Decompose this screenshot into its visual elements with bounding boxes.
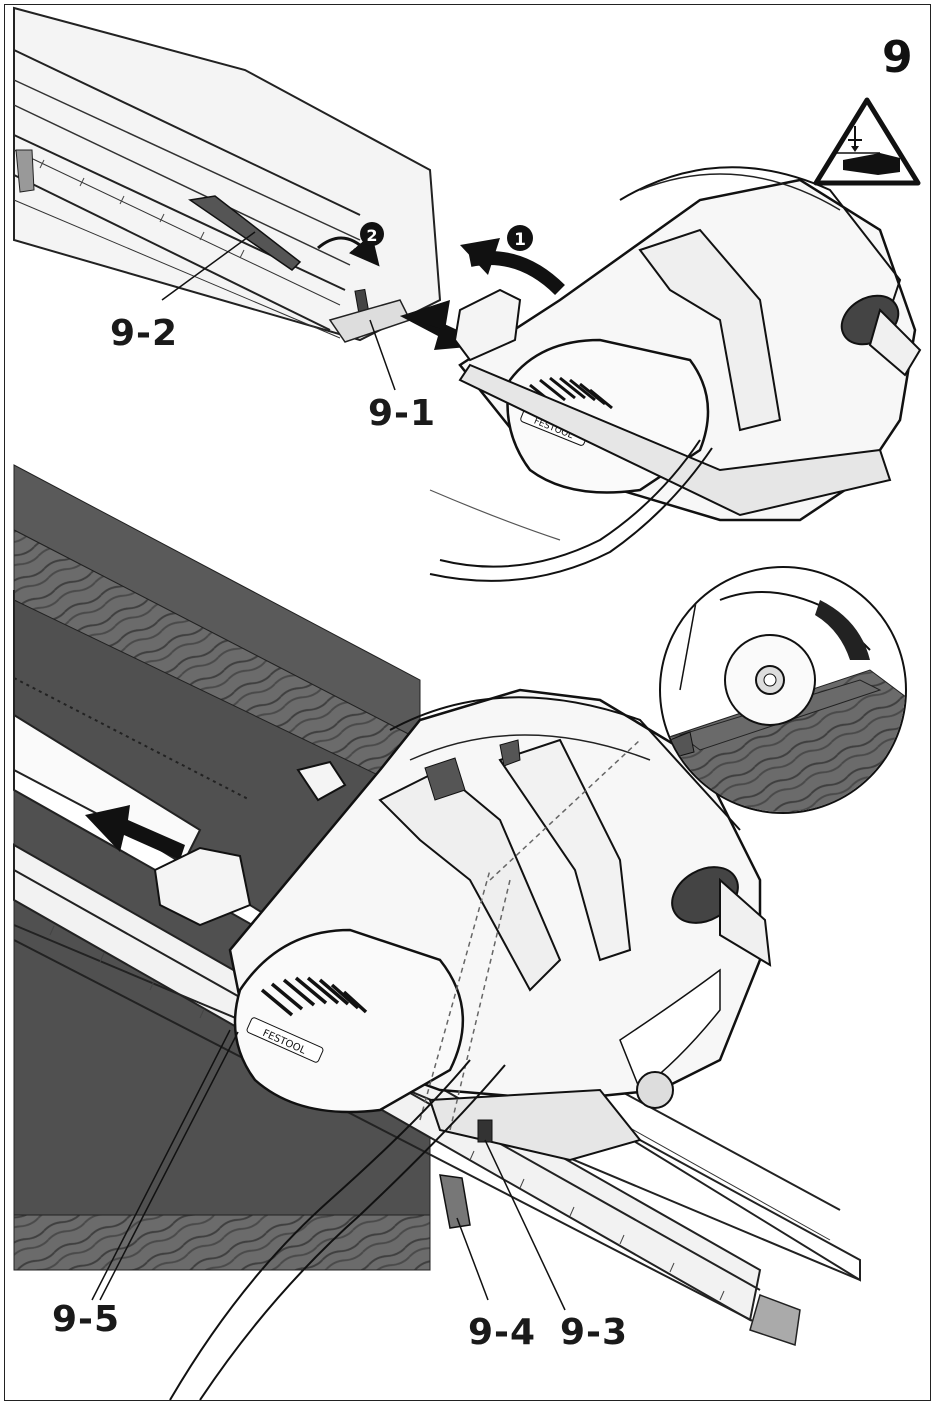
- callout-9-1: 9-1: [368, 393, 437, 434]
- callout-9-4: 9-4: [468, 1312, 537, 1353]
- svg-text:1: 1: [514, 230, 526, 250]
- step-marker-1: 1: [507, 225, 533, 251]
- callout-9-3: 9-3: [560, 1312, 629, 1353]
- top-circular-saw: FESTOOL: [429, 166, 922, 582]
- leader-lines: [91, 231, 566, 1311]
- hand-crush-warning-icon: [813, 97, 921, 186]
- callout-9-2: 9-2: [110, 313, 179, 354]
- top-guide-rail: [13, 6, 442, 343]
- rotate-arrow: [317, 233, 380, 267]
- feed-direction-arrow: [85, 805, 185, 860]
- svg-text:2: 2: [366, 226, 377, 245]
- figure-number: 9: [882, 32, 913, 83]
- callout-9-5: 9-5: [52, 1299, 121, 1340]
- step-marker-2: 2: [360, 222, 384, 246]
- figure-frame: [4, 4, 931, 1401]
- bottom-circular-saw: FESTOOL: [153, 688, 772, 1401]
- blade-detail-inset: [659, 566, 907, 814]
